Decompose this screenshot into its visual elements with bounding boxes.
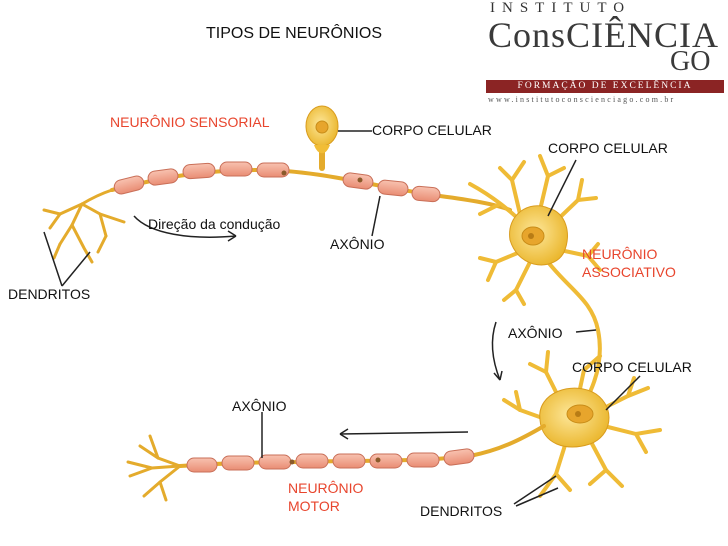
conduction-arrow-middle (491, 321, 503, 381)
page-title: TIPOS DE NEURÔNIOS (206, 25, 383, 42)
motor-myelin (186, 448, 475, 473)
motor-dendrites (502, 350, 662, 498)
label-cell-body-2: CORPO CELULAR (548, 140, 668, 156)
label-motor-line1: NEURÔNIO (288, 480, 364, 496)
sensory-neuron (42, 135, 512, 264)
conduction-arrow-top (133, 215, 237, 242)
label-cell-body-3: CORPO CELULAR (572, 359, 692, 375)
logo-top-text: INSTITUTO (490, 0, 632, 16)
sensory-stalk-top (314, 145, 330, 154)
motor-terminal-branches (126, 434, 182, 502)
associative-dendrites (468, 154, 602, 394)
associative-nucleolus (528, 233, 534, 239)
leader-lines (43, 130, 641, 507)
label-sensory-neuron: NEURÔNIO SENSORIAL (110, 114, 270, 130)
logo-suffix-text: GO (670, 46, 711, 77)
label-axon-3: AXÔNIO (232, 398, 287, 414)
conduction-arrow-bottom (339, 428, 469, 440)
label-conduction-direction: Direção da condução (148, 216, 281, 232)
logo-url: www.institutoconscienciago.com.br (488, 95, 676, 104)
label-dendrites-2: DENDRITOS (420, 503, 503, 519)
label-associative-line2: ASSOCIATIVO (582, 264, 676, 280)
label-cell-body-1: CORPO CELULAR (372, 122, 492, 138)
sensory-nucleus (315, 120, 329, 134)
logo-band: FORMAÇÃO DE EXCELÊNCIA (486, 80, 724, 93)
label-axon-1: AXÔNIO (330, 236, 385, 252)
label-axon-2: AXÔNIO (508, 325, 563, 341)
motor-nucleolus (575, 411, 581, 417)
sensory-dendrites (42, 188, 126, 264)
logo-main-text: ConsCIÊNCIA (488, 15, 720, 55)
institute-logo: INSTITUTO ConsCIÊNCIA GO FORMAÇÃO DE EXC… (482, 0, 728, 106)
label-motor-line2: MOTOR (288, 498, 340, 514)
sensory-myelin (113, 161, 441, 203)
label-associative-line1: NEURÔNIO (582, 246, 658, 262)
label-dendrites-1: DENDRITOS (8, 286, 91, 302)
